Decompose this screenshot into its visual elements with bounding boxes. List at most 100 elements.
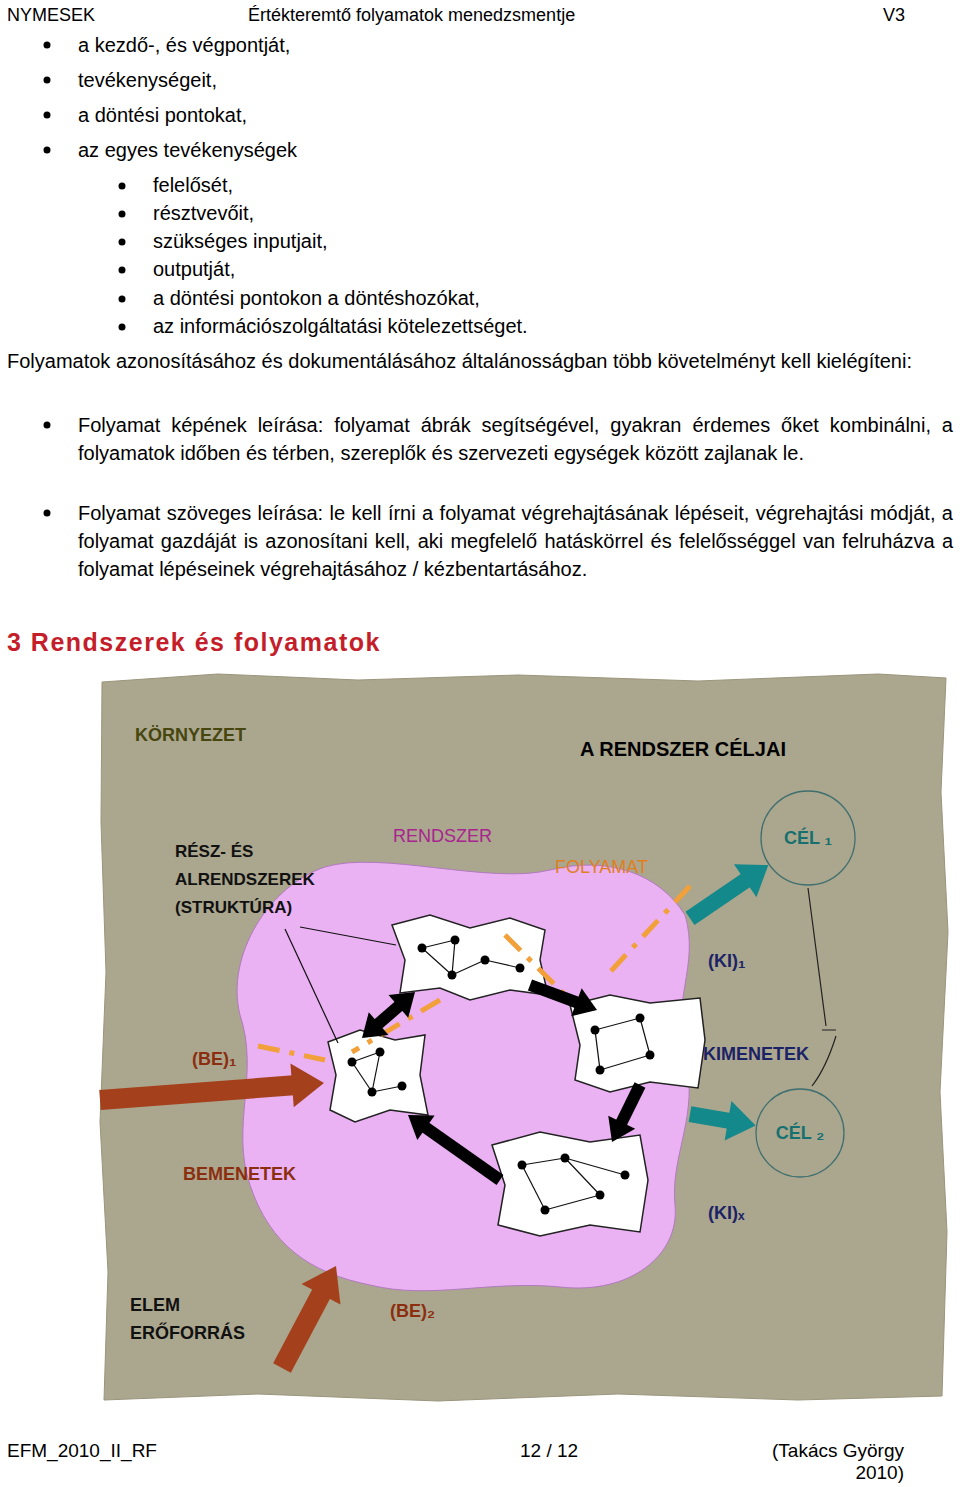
bullet-item-text: a kezdő-, és végpontját, [78, 31, 578, 59]
goal-circle-text: CÉL ₂ [776, 1122, 825, 1144]
leader-line [300, 927, 396, 945]
sub-bullet-item: résztvevőit, [153, 199, 653, 227]
goal-circle: CÉL ₂ [755, 1088, 845, 1178]
environment-shape [100, 674, 948, 1401]
bullet-dot [44, 510, 51, 517]
process-path [352, 1000, 440, 1052]
subsystem-blob [492, 1132, 648, 1236]
element-link [452, 960, 485, 975]
bullet-dot [44, 42, 51, 49]
arrow-shaft [620, 1085, 640, 1125]
element-link [452, 940, 455, 975]
footer-text-text: (Takács György 2010) [748, 1440, 904, 1484]
outputs-label: KIMENETEK [703, 1043, 833, 1065]
interaction-arrows [362, 985, 640, 1180]
element-dot [451, 936, 460, 945]
header-text-text: NYMESEK [7, 4, 207, 26]
element-link [522, 1165, 545, 1210]
bullet-item-text: tevékenységeit, [78, 66, 578, 94]
header-text: V3 [860, 4, 905, 26]
resource-label-text: ERŐFORRÁS [130, 1319, 260, 1347]
element-dot [418, 944, 427, 953]
goal-circle: CÉL ₁ [760, 790, 856, 886]
subsystem-blob [392, 915, 548, 1000]
element-dot [561, 1154, 570, 1163]
arrow-head [389, 992, 415, 1018]
inputs-label: BEMENETEK [183, 1163, 323, 1185]
element-link [352, 1062, 372, 1092]
arrow-shaft [690, 878, 749, 918]
output-arrow [690, 1101, 756, 1140]
element-link [372, 1086, 402, 1092]
outputs-label-text: KIMENETEK [703, 1043, 833, 1065]
bullet-dot [44, 112, 51, 119]
element-link [600, 1055, 650, 1070]
input-label-text: (BE)₁ [192, 1048, 252, 1070]
sub-bullet-item-text: felelősét, [153, 171, 653, 199]
subsystem-outline [492, 1132, 648, 1236]
bullet-item: az egyes tevékenységek [78, 136, 578, 164]
element-dot [591, 1026, 600, 1035]
goal-circle-outline [756, 1089, 844, 1177]
section-heading: 3 Rendszerek és folyamatok [7, 628, 707, 657]
sub-bullet-item: szükséges inputjait, [153, 227, 653, 255]
goal-circle-outline [761, 791, 855, 885]
resource-label: ERŐFORRÁS [130, 1319, 260, 1347]
arrow-shaft [423, 1126, 500, 1180]
structure-label-text: RÉSZ- ÉS ALRENDSZEREK (STRUKTÚRA) [175, 838, 347, 922]
element-dot [596, 1066, 605, 1075]
sub-bullet-item: az információszolgáltatási kötelezettség… [153, 312, 753, 340]
process-label-text: FOLYAMAT [555, 856, 685, 878]
element-dot [398, 1082, 407, 1091]
footer-text: (Takács György 2010) [748, 1440, 904, 1484]
element-link [485, 960, 520, 968]
bullet-dot [119, 296, 126, 303]
bullet-paragraph: Folyamat szöveges leírása: le kell írni … [78, 499, 953, 583]
goal-circle-text: CÉL ₁ [784, 827, 832, 849]
element-dot [368, 1088, 377, 1097]
output-label: (KI)ₓ [708, 1202, 768, 1224]
system-region-text: RENDSZER [393, 825, 492, 847]
bullet-item-text: a döntési pontokat, [78, 101, 578, 129]
element-dot [621, 1171, 630, 1180]
input-label: (BE)₂ [390, 1300, 450, 1322]
element-dot [376, 1048, 385, 1057]
leader-line [285, 929, 338, 1043]
element-dot [541, 1206, 550, 1215]
output-label-text: (KI)₁ [708, 950, 768, 972]
element-dot [481, 956, 490, 965]
element-link [640, 1018, 650, 1055]
bullet-paragraph: Folyamat képének leírása: folyamat ábrák… [78, 411, 953, 467]
output-arrow [690, 864, 768, 918]
bullet-dot [119, 267, 126, 274]
arrow-shaft [282, 1290, 323, 1368]
subsystem-outline [328, 1030, 428, 1122]
element-link [522, 1158, 565, 1165]
subsystem-outline [392, 915, 548, 1000]
sub-bullet-item-text: résztvevőit, [153, 199, 653, 227]
sub-bullet-item: outputját, [153, 255, 653, 283]
bullet-paragraph-text: Folyamat képének leírása: folyamat ábrák… [78, 411, 953, 467]
element-label-text: ELEM [130, 1291, 250, 1319]
header-text-text: Értékteremtő folyamatok menedzsmentje [248, 4, 668, 26]
bullet-item: a kezdő-, és végpontját, [78, 31, 578, 59]
element-label: ELEM [130, 1291, 250, 1319]
process-path [610, 886, 690, 972]
element-link [372, 1052, 380, 1092]
environment-region: KÖRNYEZET RENDSZER CÉL ₁ CÉL ₂ [98, 672, 950, 1402]
arrow-shaft [690, 1114, 732, 1121]
section-heading-text: 3 Rendszerek és folyamatok [7, 628, 381, 656]
footer-text: 12 / 12 [520, 1440, 630, 1462]
bullet-dot [119, 211, 126, 218]
bullet-item: tevékenységeit, [78, 66, 578, 94]
element-dot [646, 1051, 655, 1060]
arrow-head [725, 1101, 756, 1140]
element-dot [448, 971, 457, 980]
process-path [258, 1046, 325, 1060]
header-text-text: V3 [860, 4, 905, 26]
sub-bullet-item: a döntési pontokon a döntéshozókat, [153, 284, 753, 312]
environment-region-text: KÖRNYEZET [135, 724, 246, 746]
goals-heading-text: A RENDSZER CÉLJAI [580, 737, 860, 761]
element-link [565, 1158, 625, 1175]
